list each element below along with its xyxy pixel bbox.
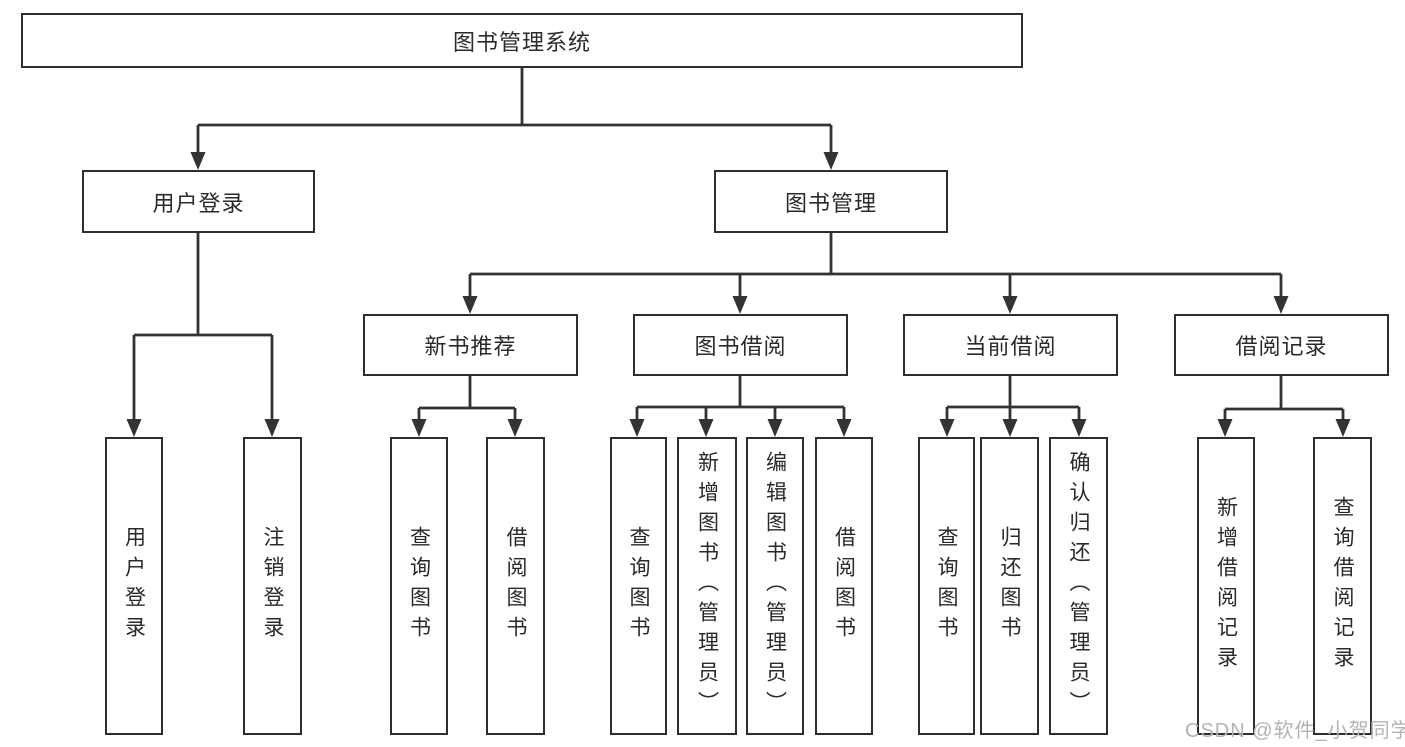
leaf-records-add-record-label: 新增借阅记录 bbox=[1214, 496, 1238, 676]
leaf-borrowing-query-books: 查询图书 bbox=[610, 437, 667, 735]
leaf-logout: 注销登录 bbox=[243, 437, 302, 735]
leaf-current-query-books: 查询图书 bbox=[918, 437, 975, 735]
leaf-current-confirm-return-admin: 确认归还（管理员） bbox=[1049, 437, 1108, 735]
leaf-recommend-borrow-books-label: 借阅图书 bbox=[504, 526, 527, 646]
node-book-management: 图书管理 bbox=[714, 170, 948, 233]
leaf-borrowing-borrow-books-label: 借阅图书 bbox=[832, 526, 856, 646]
node-book-borrowing: 图书借阅 bbox=[633, 314, 848, 376]
leaf-user-login: 用户登录 bbox=[105, 437, 163, 735]
node-borrowing-records: 借阅记录 bbox=[1174, 314, 1389, 376]
node-user-login-label: 用户登录 bbox=[152, 190, 245, 216]
node-library-management-system-label: 图书管理系统 bbox=[452, 29, 591, 55]
leaf-borrowing-borrow-books: 借阅图书 bbox=[815, 437, 873, 735]
leaf-borrowing-add-books-admin: 新增图书（管理员） bbox=[677, 437, 737, 735]
node-book-management-label: 图书管理 bbox=[784, 190, 877, 216]
node-new-book-recommend-label: 新书推荐 bbox=[424, 334, 517, 359]
node-borrowing-records-label: 借阅记录 bbox=[1235, 334, 1328, 359]
leaf-borrowing-add-books-admin-label: 新增图书（管理员） bbox=[695, 451, 719, 721]
node-book-borrowing-label: 图书借阅 bbox=[694, 334, 787, 359]
leaf-borrowing-query-books-label: 查询图书 bbox=[627, 526, 650, 646]
node-new-book-recommend: 新书推荐 bbox=[363, 314, 578, 376]
leaf-logout-label: 注销登录 bbox=[261, 526, 284, 646]
leaf-current-return-books-label: 归还图书 bbox=[998, 526, 1021, 646]
csdn-watermark: CSDN @软件_小贺同学 bbox=[1185, 720, 1405, 742]
leaf-recommend-query-books-label: 查询图书 bbox=[407, 526, 431, 646]
leaf-records-query-record-label: 查询借阅记录 bbox=[1331, 496, 1354, 676]
leaf-user-login-label: 用户登录 bbox=[122, 526, 146, 646]
leaf-records-query-record: 查询借阅记录 bbox=[1313, 437, 1372, 735]
leaf-current-return-books: 归还图书 bbox=[980, 437, 1039, 735]
leaf-borrowing-edit-books-admin-label: 编辑图书（管理员） bbox=[763, 451, 787, 721]
leaf-recommend-query-books: 查询图书 bbox=[390, 437, 448, 735]
leaf-current-confirm-return-admin-label: 确认归还（管理员） bbox=[1067, 451, 1090, 721]
node-current-borrowing-label: 当前借阅 bbox=[964, 334, 1057, 359]
leaf-records-add-record: 新增借阅记录 bbox=[1197, 437, 1255, 735]
leaf-recommend-borrow-books: 借阅图书 bbox=[486, 437, 545, 735]
leaf-borrowing-edit-books-admin: 编辑图书（管理员） bbox=[746, 437, 804, 735]
node-current-borrowing: 当前借阅 bbox=[903, 314, 1118, 376]
node-library-management-system: 图书管理系统 bbox=[21, 13, 1023, 68]
node-user-login: 用户登录 bbox=[82, 170, 315, 233]
leaf-current-query-books-label: 查询图书 bbox=[935, 526, 958, 646]
